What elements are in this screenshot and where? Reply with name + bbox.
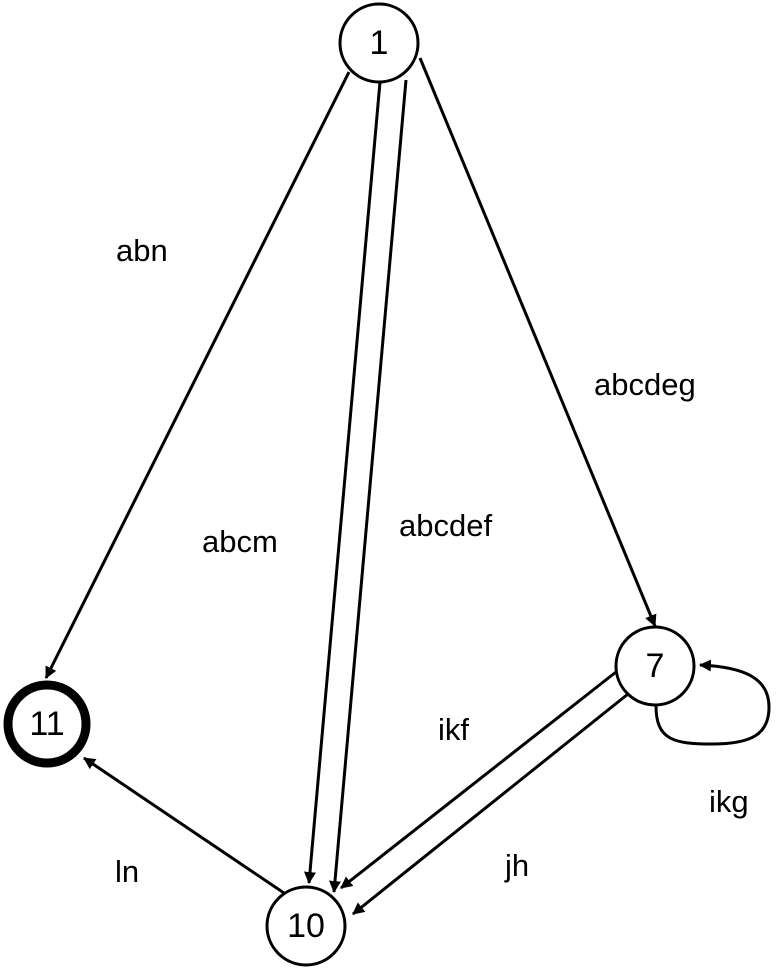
edge-7-to-10-ikf [340,670,617,890]
edge-label-ikf: ikf [438,712,469,747]
edge-1-to-10-abcdef [328,79,408,893]
edge-label-ln: ln [115,854,139,889]
edge-1-to-7 [418,57,657,627]
svg-text:1: 1 [370,24,389,62]
svg-text:7: 7 [646,647,665,685]
svg-text:10: 10 [287,907,325,945]
state-node-7: 7 [614,625,696,707]
edge-7-to-10-jh [352,692,629,916]
edge-7-self-loop [654,659,771,746]
edge-label-abcdeg: abcdeg [594,367,696,402]
edge-label-abn: abn [116,233,168,268]
edge-label-ikg: ikg [709,784,749,819]
edge-label-abcm: abcm [202,524,278,559]
svg-text:11: 11 [29,705,64,743]
edge-1-to-10-abcm [303,81,382,884]
edge-1-to-11 [44,71,351,679]
state-node-1: 1 [338,2,420,84]
accepting-state-node-11: 11 [3,680,91,768]
edge-label-jh: jh [504,848,529,883]
edge-10-to-11 [83,756,285,895]
state-node-10: 10 [265,885,347,967]
edge-label-abcdef: abcdef [399,508,492,543]
